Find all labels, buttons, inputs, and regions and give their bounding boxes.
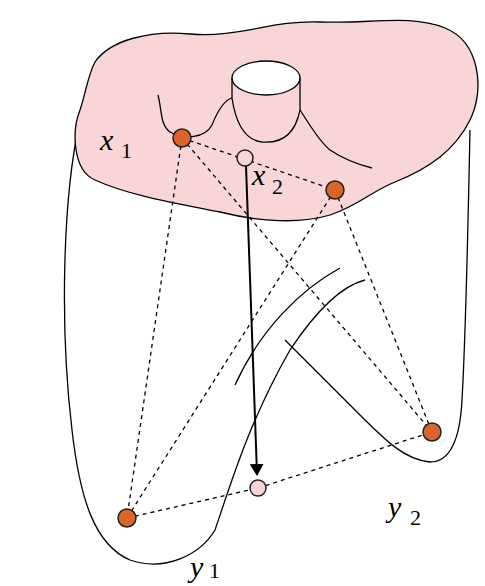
points bbox=[118, 129, 441, 527]
top-surface bbox=[75, 20, 478, 220]
surface-fold bbox=[300, 110, 372, 168]
surface-notch bbox=[158, 95, 232, 137]
hole-wall bbox=[232, 98, 300, 142]
point-subscript: 2 bbox=[272, 176, 283, 198]
point-subscript: 2 bbox=[410, 507, 421, 529]
point-label: x bbox=[252, 160, 265, 190]
point-label: y bbox=[190, 552, 203, 582]
point-label: y bbox=[388, 492, 401, 522]
flow-arrow bbox=[246, 166, 257, 474]
point-subscript: 1 bbox=[209, 560, 220, 582]
dashed-lines bbox=[127, 138, 432, 518]
hole bbox=[232, 61, 300, 95]
point-label: x bbox=[100, 125, 113, 155]
hole-sides bbox=[232, 78, 300, 110]
point-subscript: 1 bbox=[121, 140, 132, 162]
